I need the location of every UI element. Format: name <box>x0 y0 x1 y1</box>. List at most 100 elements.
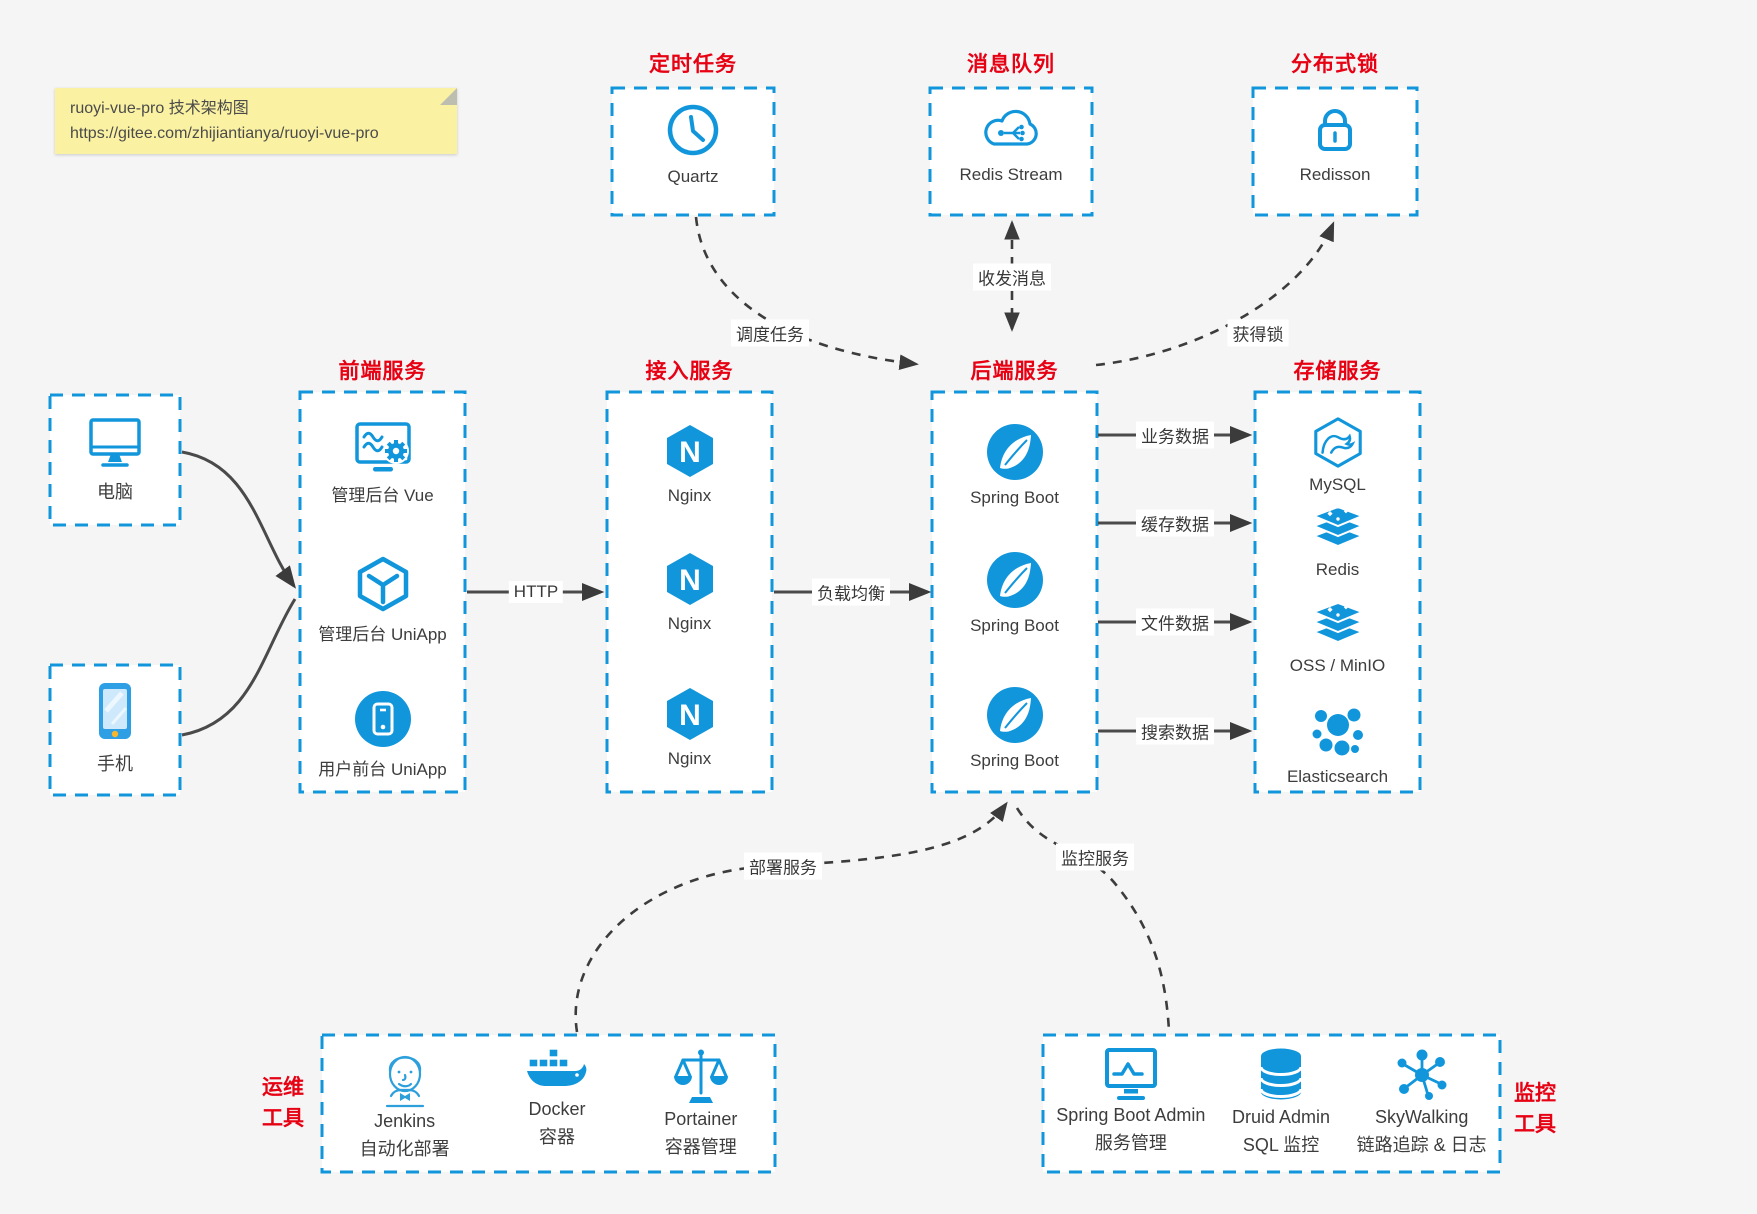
oss-stack-icon <box>1309 601 1367 649</box>
title-note: ruoyi-vue-pro 技术架构图 https://gitee.com/zh… <box>55 88 457 154</box>
section-title-storage: 存储服务 <box>1293 360 1382 383</box>
node-label: Nginx <box>667 614 712 633</box>
edge-pc-to-frontend <box>181 450 297 589</box>
node-springboot-2: Spring Boot <box>932 551 1097 636</box>
spring-boot-icon <box>986 551 1044 609</box>
node-admin-vue: 管理后台 Vue <box>300 420 465 506</box>
node-mobile: 手机 <box>50 681 180 776</box>
ops-label-line2: 工具 <box>262 1107 304 1130</box>
edge-label-search-data: 搜索数据 <box>1136 717 1214 745</box>
box-gateway-services: N Nginx N Nginx N Nginx <box>607 392 772 792</box>
node-label: Spring Boot Admin <box>1056 1105 1206 1125</box>
section-title-distributed-lock: 分布式锁 <box>1291 53 1379 76</box>
edge-label-deploy: 部署服务 <box>744 852 822 880</box>
section-title-scheduled-tasks: 定时任务 <box>649 53 737 76</box>
admin-vue-icon <box>353 420 413 474</box>
smartphone-icon <box>95 681 135 741</box>
druid-icon <box>1254 1046 1308 1104</box>
node-nginx-1: N Nginx <box>607 423 772 506</box>
node-springboot-3: Spring Boot <box>932 686 1097 771</box>
docker-icon <box>525 1046 589 1096</box>
elasticsearch-icon <box>1309 704 1367 760</box>
node-sublabel: 自动化部署 <box>359 1139 450 1159</box>
node-label: 电脑 <box>97 482 133 502</box>
node-label: SkyWalking <box>1374 1107 1469 1127</box>
node-label: Docker <box>528 1099 586 1119</box>
ops-tools-row: Jenkins 自动化部署 Docker 容器 <box>322 1035 775 1172</box>
lock-icon <box>1307 102 1363 156</box>
box-monitor-tools: Spring Boot Admin 服务管理 Druid Admin SQL 监… <box>1043 1035 1500 1172</box>
edge-label-file-data: 文件数据 <box>1136 608 1214 636</box>
uniapp-cube-icon <box>354 555 412 613</box>
node-mysql: MySQL <box>1255 416 1420 495</box>
monitor-tools-row: Spring Boot Admin 服务管理 Druid Admin SQL 监… <box>1043 1035 1500 1172</box>
note-line1: ruoyi-vue-pro 技术架构图 <box>70 100 249 117</box>
nginx-icon: N <box>662 686 718 742</box>
edge-label-messages: 收发消息 <box>973 263 1051 291</box>
node-nginx-3: N Nginx <box>607 686 772 769</box>
node-label: 管理后台 Vue <box>331 486 434 505</box>
edge-mobile-to-frontend <box>181 598 297 737</box>
section-title-message-queue: 消息队列 <box>967 53 1055 76</box>
ops-tools-side-label: 运维 工具 <box>250 1072 316 1134</box>
node-label: OSS / MinIO <box>1289 656 1386 675</box>
edge-deploy <box>574 801 1008 1033</box>
node-label: Quartz <box>667 167 719 186</box>
node-skywalking: SkyWalking 链路追踪 & 日志 <box>1357 1046 1487 1157</box>
box-storage-services: MySQL Redis <box>1255 392 1420 792</box>
node-label: Redisson <box>1299 165 1371 184</box>
node-nginx-2: N Nginx <box>607 551 772 634</box>
edge-label-monitor: 监控服务 <box>1056 843 1134 871</box>
node-label: Spring Boot <box>970 488 1059 507</box>
node-sublabel: SQL 监控 <box>1242 1135 1320 1155</box>
box-ops-tools: Jenkins 自动化部署 Docker 容器 <box>322 1035 775 1172</box>
monitor-tools-side-label: 监控 工具 <box>1505 1078 1565 1140</box>
svg-text:N: N <box>679 436 701 469</box>
note-fold <box>440 88 457 105</box>
node-label: 管理后台 UniApp <box>318 625 447 644</box>
svg-text:N: N <box>679 564 701 597</box>
jenkins-icon <box>378 1046 432 1108</box>
edge-label-business-data: 业务数据 <box>1136 421 1214 449</box>
box-frontend-services: 管理后台 Vue 管理后台 UniApp 用户前台 UniApp <box>300 392 465 792</box>
edge-label-cache-data: 缓存数据 <box>1136 509 1214 537</box>
node-sublabel: 服务管理 <box>1094 1133 1167 1153</box>
edge-monitor <box>1015 807 1171 1032</box>
note-line2: https://gitee.com/zhijiantianya/ruoyi-vu… <box>70 125 379 142</box>
redis-stack-icon <box>1309 505 1367 553</box>
nginx-icon: N <box>662 551 718 607</box>
section-title-backend: 后端服务 <box>970 360 1059 383</box>
node-label: Redis <box>1315 560 1360 579</box>
monitor-label-line1: 监控 <box>1514 1082 1556 1105</box>
node-quartz: Quartz <box>612 102 774 187</box>
node-label: Spring Boot <box>970 751 1059 770</box>
node-label: Jenkins <box>374 1111 436 1131</box>
edge-label-http: HTTP <box>508 581 564 603</box>
box-mobile-client: 手机 <box>50 665 180 795</box>
box-redisson: Redisson <box>1253 88 1417 215</box>
node-redis: Redis <box>1255 505 1420 580</box>
spring-boot-icon <box>986 423 1044 481</box>
section-title-frontend: 前端服务 <box>338 360 427 383</box>
node-elasticsearch: Elasticsearch <box>1255 704 1420 787</box>
cloud-stream-icon <box>978 102 1044 156</box>
node-springboot-1: Spring Boot <box>932 423 1097 508</box>
node-redisson: Redisson <box>1253 102 1417 185</box>
node-user-uniapp: 用户前台 UniApp <box>300 690 465 780</box>
node-label: MySQL <box>1309 475 1366 494</box>
edge-label-schedule: 调度任务 <box>731 319 809 347</box>
user-app-icon <box>354 690 412 748</box>
section-title-gateway: 接入服务 <box>645 360 734 383</box>
nginx-icon: N <box>662 423 718 479</box>
node-sublabel: 链路追踪 & 日志 <box>1356 1135 1487 1155</box>
svg-text:N: N <box>679 699 701 732</box>
node-label: Nginx <box>667 486 712 505</box>
node-druid: Druid Admin SQL 监控 <box>1232 1046 1330 1157</box>
edge-acquire-lock <box>1095 221 1335 367</box>
box-redis-stream: Redis Stream <box>930 88 1092 215</box>
node-sublabel: 容器 <box>538 1127 575 1147</box>
node-sublabel: 容器管理 <box>664 1137 737 1157</box>
spring-boot-icon <box>986 686 1044 744</box>
